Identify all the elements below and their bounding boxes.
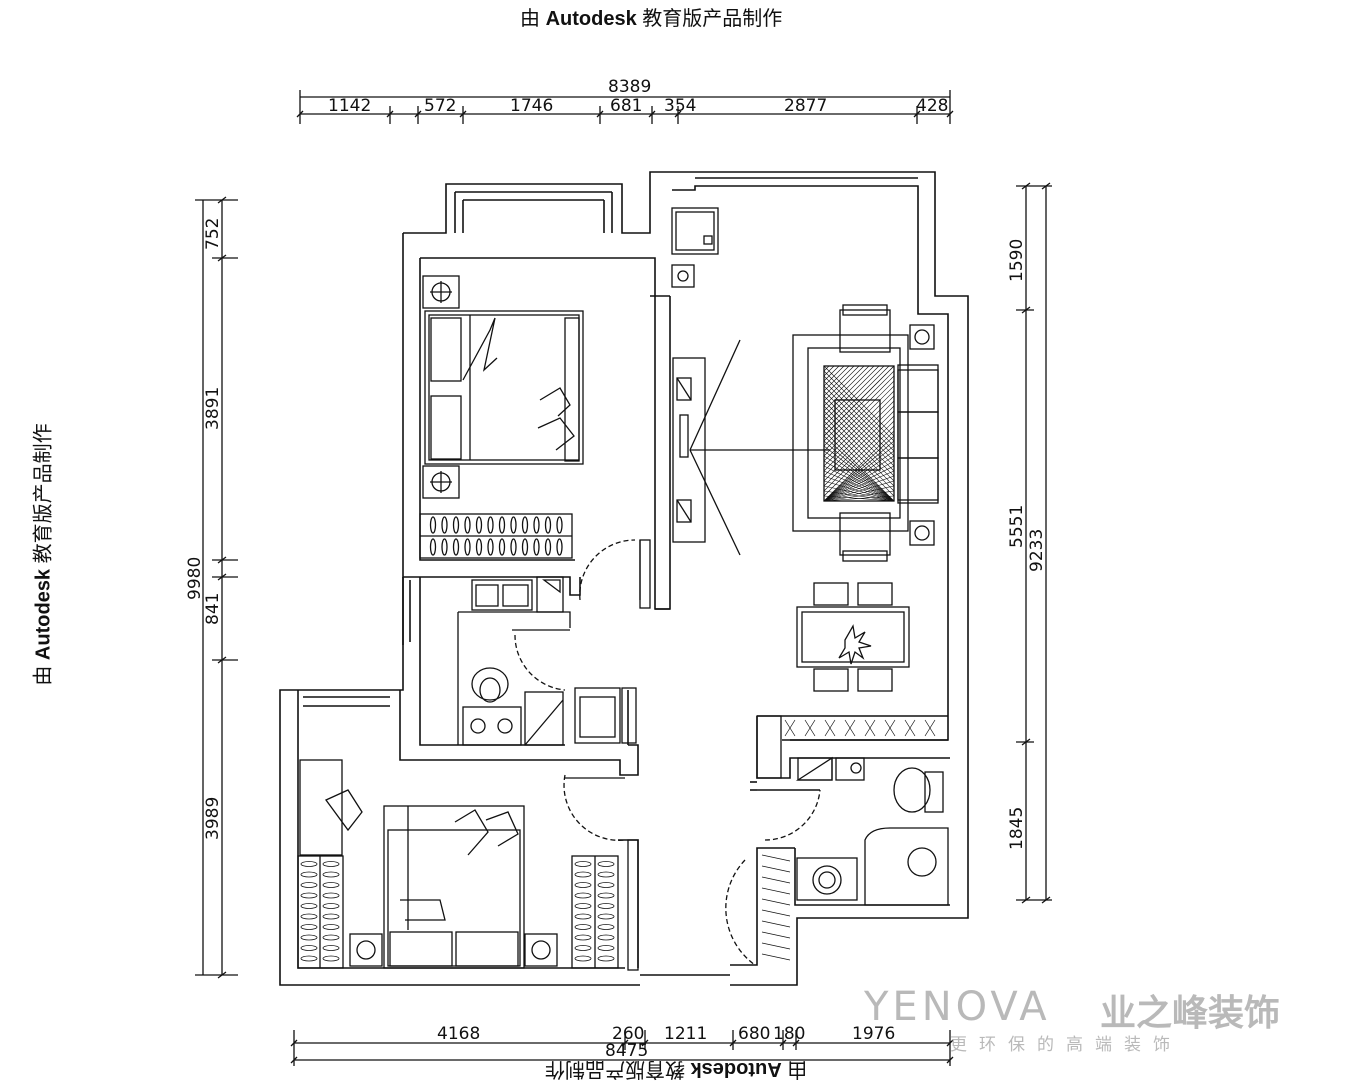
dim-bottom-seg-4: 680: [738, 1024, 770, 1044]
bottom-dimension-line: [290, 1030, 954, 1066]
wardrobe-hangers-1: [429, 516, 563, 556]
living-room: [671, 207, 939, 692]
dim-top-seg-4: 681: [610, 96, 642, 116]
dim-top-seg-1: 1142: [328, 96, 371, 116]
dim-right-seg-1: 1590: [1007, 239, 1027, 282]
wardrobe-hangers-2: [300, 861, 615, 962]
dim-top-seg-6: 2877: [784, 96, 827, 116]
dim-bottom-seg-5: 180: [773, 1024, 805, 1044]
top-dimension-line: [296, 90, 954, 124]
logo-chinese: 业之峰装饰: [1100, 993, 1281, 1034]
dim-bottom-total: 8475: [605, 1041, 648, 1061]
dim-bottom-seg-6: 1976: [852, 1024, 895, 1044]
logo-tagline: 更环保的高端装饰: [950, 1035, 1182, 1055]
bathroom: [756, 715, 949, 906]
dim-bottom-seg-1: 4168: [437, 1024, 480, 1044]
right-dimension-line: [1016, 182, 1052, 904]
dim-left-seg-2: 3891: [203, 387, 223, 430]
dim-right-total: 9233: [1027, 529, 1047, 572]
rug-pattern: [823, 365, 895, 502]
kitchen: [457, 576, 637, 746]
bedroom-2: [297, 759, 639, 971]
dim-left-seg-1: 752: [203, 218, 223, 250]
logo-latin: YENOVA: [864, 984, 1051, 1030]
dim-bottom-seg-2: 260: [612, 1024, 644, 1044]
dim-top-total: 8389: [608, 77, 651, 97]
dim-bottom-seg-3: 1211: [664, 1024, 707, 1044]
dim-left-seg-3: 841: [203, 593, 223, 625]
door-swings: [512, 539, 821, 966]
dim-right-seg-3: 1845: [1007, 807, 1027, 850]
dim-left-total: 9980: [185, 557, 205, 600]
dim-left-seg-4: 3989: [203, 797, 223, 840]
dim-right-seg-2: 5551: [1007, 505, 1027, 548]
closet-pattern-right: [761, 719, 936, 961]
dim-top-seg-7: 428: [916, 96, 948, 116]
dim-top-seg-5: 354: [664, 96, 696, 116]
left-dimension-line: [195, 196, 238, 979]
dim-top-seg-3: 1746: [510, 96, 553, 116]
dim-top-seg-2: 572: [424, 96, 456, 116]
bedroom-1: [419, 275, 584, 559]
watermark-top: 由 Autodesk 教育版产品制作: [520, 8, 783, 30]
